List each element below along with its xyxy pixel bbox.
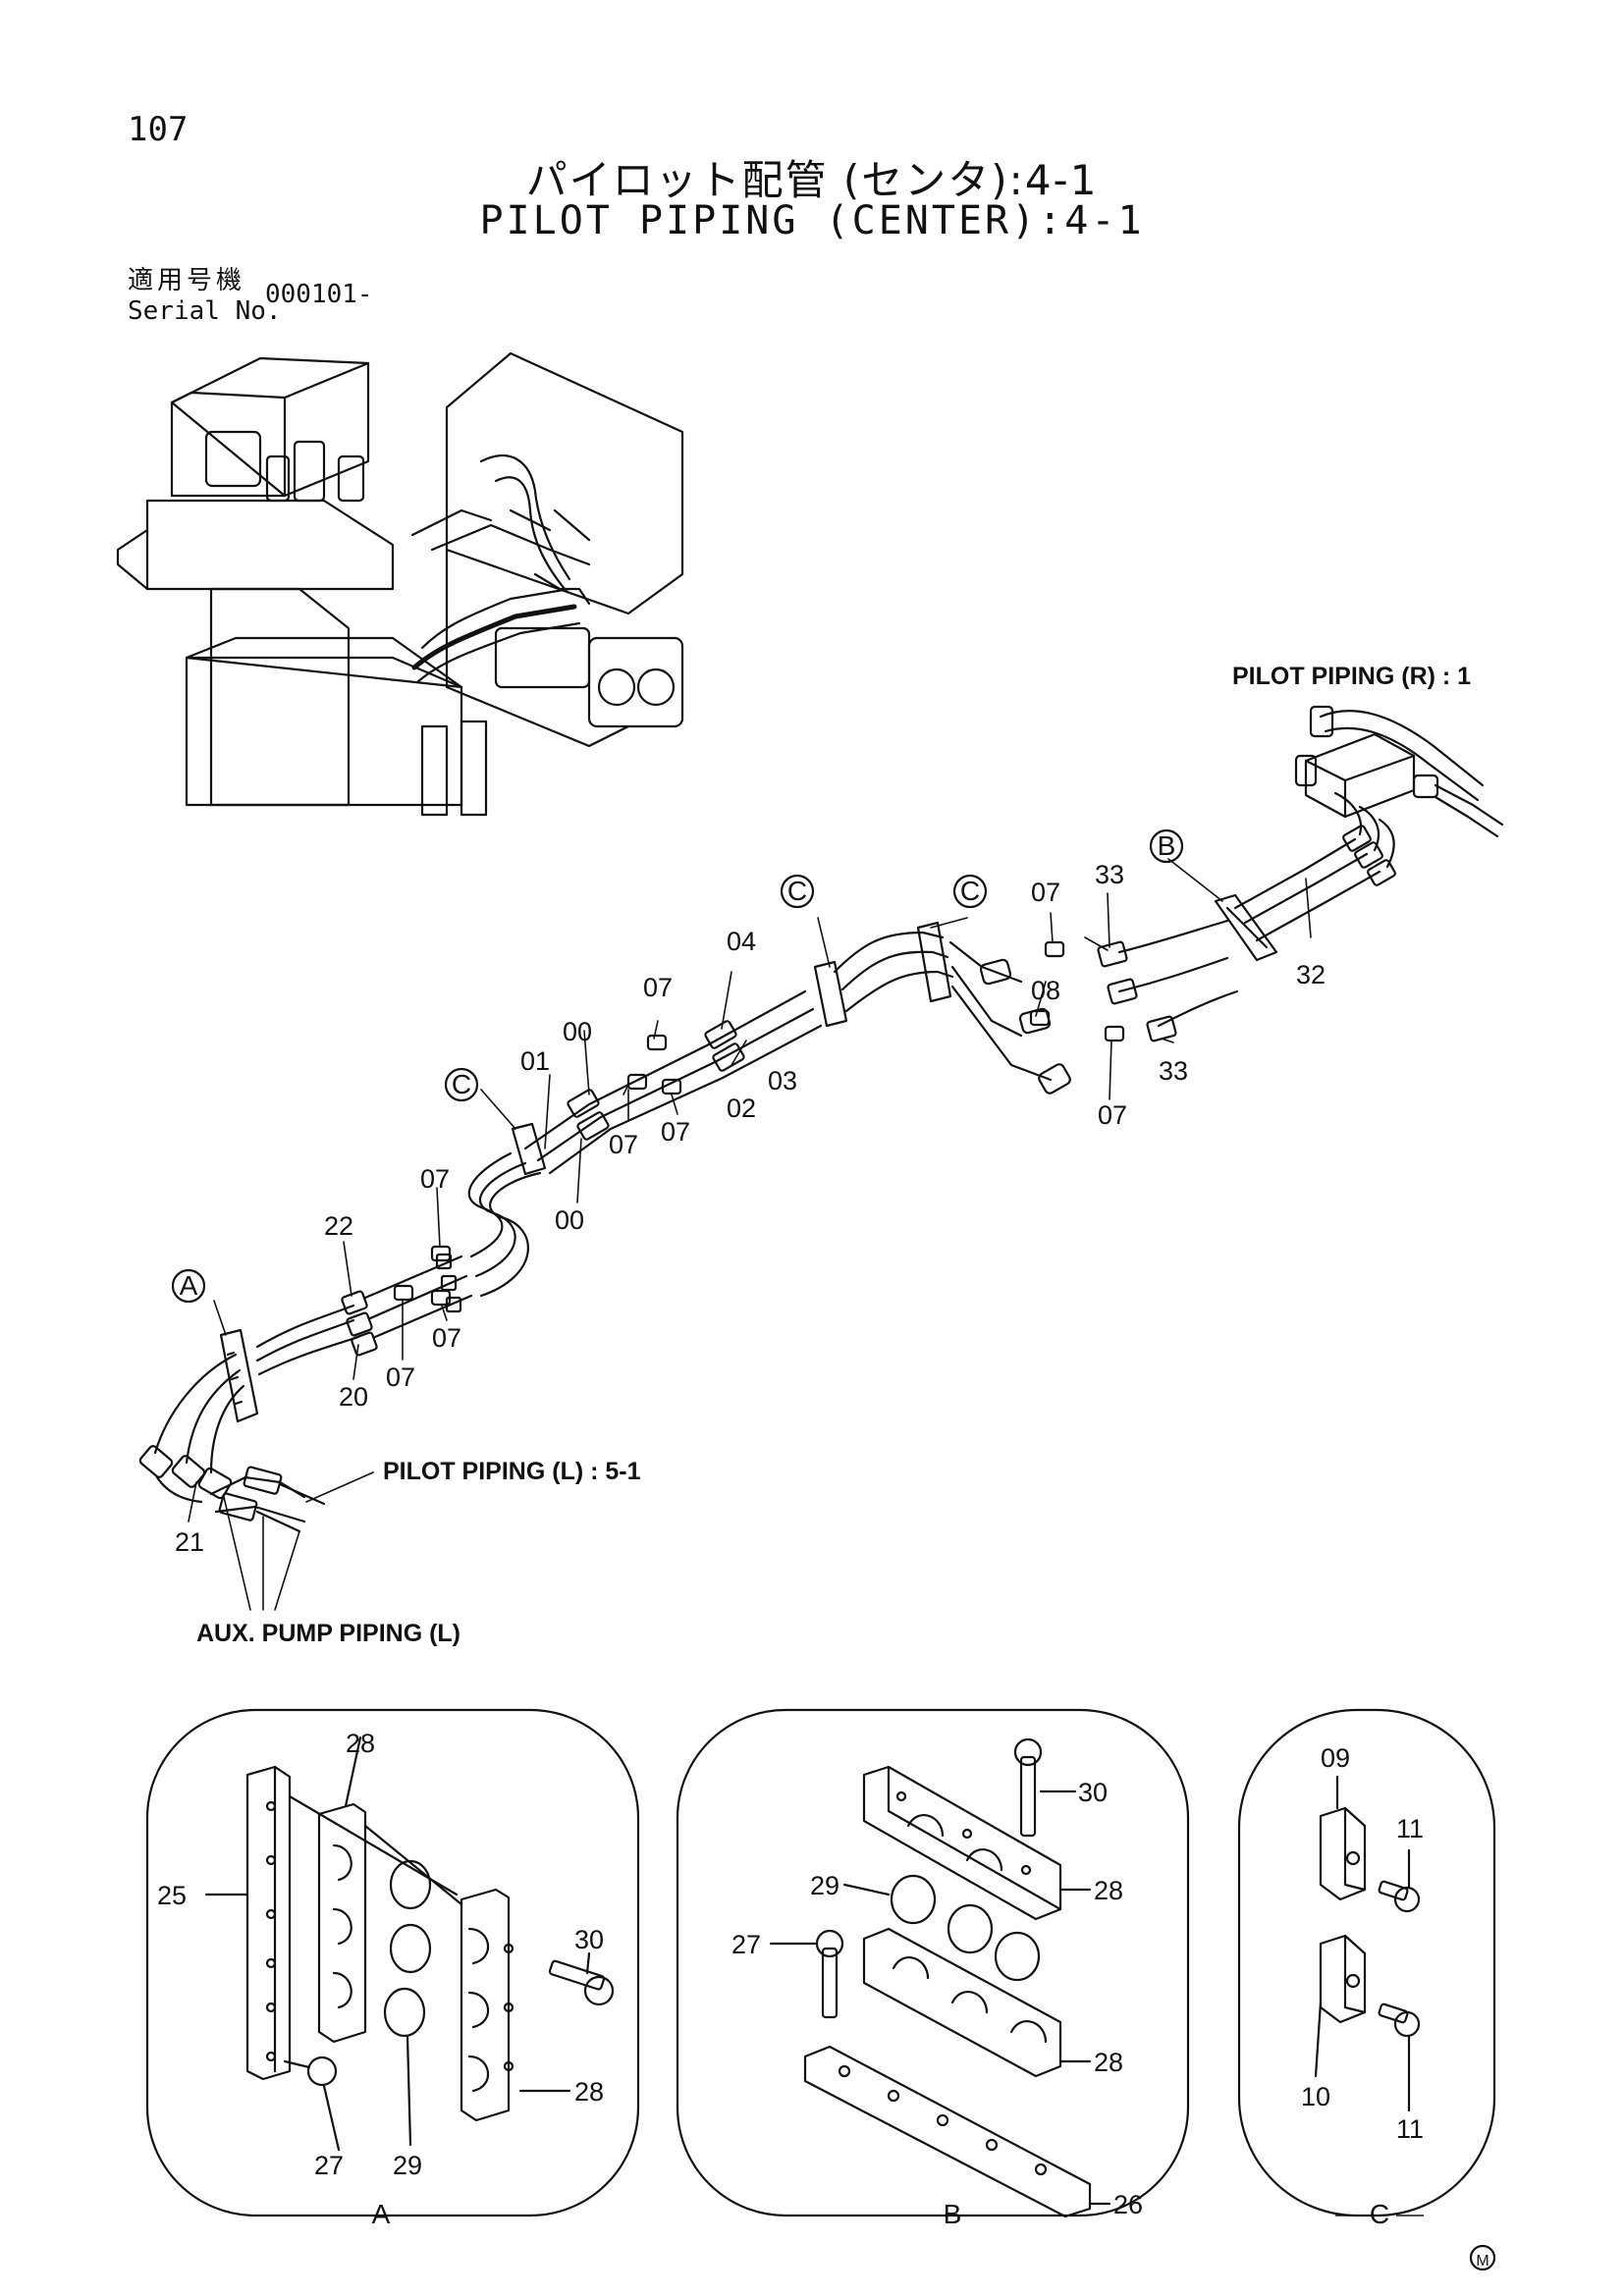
part-label-21: 21 [175,1527,204,1557]
pilot-piping-route [138,705,1504,1533]
serial-label-japanese: 適用号機 [128,266,246,295]
callout-a-letter: A [180,1270,198,1301]
part-label-02: 02 [727,1094,756,1123]
part-label-32: 32 [1296,960,1326,989]
page-number: 107 [128,110,189,149]
page-title-english: PILOT PIPING (CENTER):4-1 [479,198,1145,243]
ref-aux-pump-piping-l: AUX. PUMP PIPING (L) [196,1620,461,1647]
part-label-33-top: 33 [1095,860,1124,889]
detail-b-label-28-top: 28 [1094,1876,1123,1905]
callout-circles [171,828,1496,2271]
part-label-07-c: 07 [432,1323,461,1353]
detail-b-label-26: 26 [1113,2190,1143,2219]
detail-b-label-27: 27 [731,1930,761,1959]
detail-b-label-30: 30 [1078,1778,1108,1807]
part-label-07-g: 07 [1031,878,1060,907]
detail-a-drawing [145,1708,640,2217]
detail-a-label-27: 27 [314,2151,344,2180]
detail-b-label-28-bottom: 28 [1094,2048,1123,2077]
serial-number-value: 000101- [265,280,373,309]
callout-c-letter-mid: C [787,876,807,906]
part-label-07-b: 07 [386,1362,415,1392]
page-title-japanese: パイロット配管 (センタ):4-1 [525,156,1099,204]
detail-a-label-29: 29 [393,2151,422,2180]
detail-b-drawing [676,1708,1190,2218]
part-label-33-bottom: 33 [1159,1056,1188,1086]
part-label-04: 04 [727,927,756,956]
part-label-07-e: 07 [661,1117,690,1147]
detail-c-label-09: 09 [1321,1743,1350,1773]
part-label-08: 08 [1031,976,1060,1005]
leader-lines [188,858,1312,1611]
part-label-00-top: 00 [563,1017,592,1046]
ref-pilot-piping-r: PILOT PIPING (R) : 1 [1232,663,1472,690]
detail-b-letter: B [944,2199,962,2229]
ref-pilot-piping-l: PILOT PIPING (L) : 5-1 [383,1458,641,1485]
part-label-01: 01 [520,1046,550,1076]
detail-c-label-10: 10 [1301,2082,1330,2111]
part-label-22: 22 [324,1211,353,1241]
detail-c-label-11-top: 11 [1396,1814,1424,1843]
part-label-03: 03 [768,1066,797,1095]
detail-c-drawing [1237,1708,1496,2217]
detail-c-letter: C [1370,2199,1389,2229]
detail-b-label-29: 29 [810,1871,839,1900]
callout-b-letter: B [1158,830,1176,861]
machine-overview-sketch [116,351,684,817]
detail-a-label-28-bottom: 28 [574,2077,604,2107]
fittings [393,940,1125,1307]
callout-c-letter-left: C [452,1069,471,1099]
detail-a-label-25: 25 [157,1881,187,1910]
detail-a-label-28-top: 28 [346,1729,375,1758]
part-label-07-h: 07 [1098,1100,1127,1130]
serial-label-english: Serial No. [128,296,282,326]
m-mark: M [1476,2253,1489,2269]
callout-c-letter-right: C [960,876,980,906]
part-label-07-d: 07 [609,1130,638,1159]
detail-c-label-11-bottom: 11 [1396,2114,1424,2144]
detail-a-letter: A [372,2199,391,2229]
part-label-07-f: 07 [643,973,673,1002]
detail-a-label-30: 30 [574,1925,604,1954]
part-label-07-a: 07 [420,1164,450,1194]
part-label-00-bottom: 00 [555,1205,584,1235]
part-label-20: 20 [339,1382,368,1412]
